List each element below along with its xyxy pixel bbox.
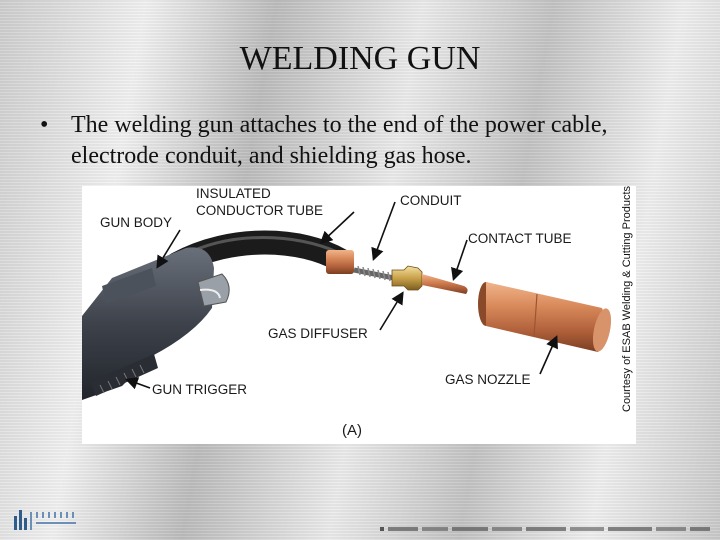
welding-gun-figure: INSULATED CONDUCTOR TUBE CONDUIT GUN BOD… bbox=[82, 186, 636, 444]
label-gun-body: GUN BODY bbox=[100, 215, 172, 230]
leader-lines bbox=[124, 201, 558, 390]
photo-credit: Courtesy of ESAB Welding & Cutting Produ… bbox=[621, 186, 633, 412]
copper-ferrule bbox=[326, 250, 354, 274]
conduit-spring bbox=[353, 265, 395, 282]
slide-title: WELDING GUN bbox=[239, 40, 481, 77]
gas-nozzle bbox=[478, 282, 612, 352]
publisher-logo bbox=[14, 510, 76, 530]
label-conduit: CONDUIT bbox=[400, 193, 462, 208]
gun-body bbox=[82, 247, 230, 400]
label-gun-trigger: GUN TRIGGER bbox=[152, 382, 247, 397]
label-gas-diffuser: GAS DIFFUSER bbox=[268, 326, 368, 341]
label-gas-nozzle: GAS NOZZLE bbox=[445, 372, 531, 387]
label-insulated: INSULATED bbox=[196, 186, 271, 201]
welding-gun-illustration: INSULATED CONDUCTOR TUBE CONDUIT GUN BOD… bbox=[82, 186, 633, 439]
label-contact-tube: CONTACT TUBE bbox=[468, 231, 572, 246]
footer-strip bbox=[380, 527, 710, 531]
contact-tube bbox=[422, 274, 468, 294]
label-conductor-tube: CONDUCTOR TUBE bbox=[196, 203, 323, 218]
gas-diffuser bbox=[391, 265, 423, 291]
bullet-point: • The welding gun attaches to the end of… bbox=[40, 110, 680, 172]
bullet-text: The welding gun attaches to the end of t… bbox=[71, 112, 608, 169]
bullet-marker: • bbox=[40, 112, 49, 138]
figure-caption: (A) bbox=[342, 422, 362, 439]
